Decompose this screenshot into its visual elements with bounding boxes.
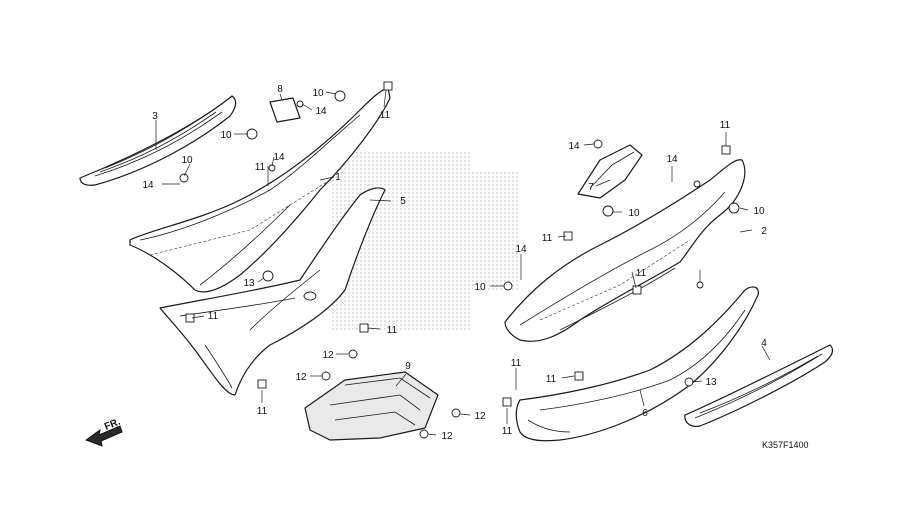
part-5-left-lower-cover <box>159 187 386 396</box>
callout-11: 11 <box>546 374 557 385</box>
part-6-right-lower-cover <box>515 286 759 442</box>
callout-10: 10 <box>628 208 640 219</box>
part-3-left-trim-strip <box>79 95 237 186</box>
callout-11: 11 <box>511 358 522 369</box>
callout-14: 14 <box>315 106 327 117</box>
callout-11: 11 <box>387 325 398 336</box>
callout-14: 14 <box>142 180 154 191</box>
callout-3: 3 <box>152 111 158 122</box>
reference-code: K357F1400 <box>762 440 809 450</box>
part-9-floor-undercover <box>304 371 439 441</box>
callout-14: 14 <box>515 244 527 255</box>
callout-11: 11 <box>542 233 553 244</box>
part-8-small-label <box>269 97 301 123</box>
callout-1: 1 <box>335 172 341 183</box>
callout-11: 11 <box>208 311 219 322</box>
callout-11: 11 <box>380 110 391 121</box>
callout-6: 6 <box>642 408 648 419</box>
callout-14: 14 <box>568 141 580 152</box>
callout-9: 9 <box>405 361 411 372</box>
callout-11: 11 <box>636 268 647 279</box>
callouts: 3 1 5 8 9 4 6 7 2 10 10 10 10 10 10 11 1… <box>142 84 767 442</box>
leader-lines <box>155 89 771 436</box>
callout-14: 14 <box>666 154 678 165</box>
part-2-right-body-cover <box>504 159 746 342</box>
callout-11: 11 <box>255 162 266 173</box>
callout-13: 13 <box>705 377 717 388</box>
fasteners <box>179 81 740 439</box>
callout-11: 11 <box>502 426 513 437</box>
callout-2: 2 <box>761 226 767 237</box>
callout-10: 10 <box>753 206 765 217</box>
callout-4: 4 <box>761 338 767 349</box>
callout-11: 11 <box>257 406 268 417</box>
callout-10: 10 <box>220 130 232 141</box>
part-1-left-body-cover <box>129 87 391 293</box>
callout-10: 10 <box>312 88 324 99</box>
part-4-right-trim-strip <box>684 344 834 427</box>
callout-14: 14 <box>273 152 285 163</box>
part-7-right-bracket-cover <box>577 144 643 199</box>
callout-12: 12 <box>474 411 486 422</box>
callout-10: 10 <box>474 282 486 293</box>
callout-12: 12 <box>322 350 334 361</box>
callout-11: 11 <box>720 120 731 131</box>
front-direction-arrow: FR. <box>84 416 123 447</box>
callout-13: 13 <box>243 278 255 289</box>
callout-7: 7 <box>588 182 594 193</box>
callout-8: 8 <box>277 84 283 95</box>
callout-5: 5 <box>400 196 406 207</box>
callout-12: 12 <box>295 372 307 383</box>
callout-10: 10 <box>181 155 193 166</box>
callout-12: 12 <box>441 431 453 442</box>
